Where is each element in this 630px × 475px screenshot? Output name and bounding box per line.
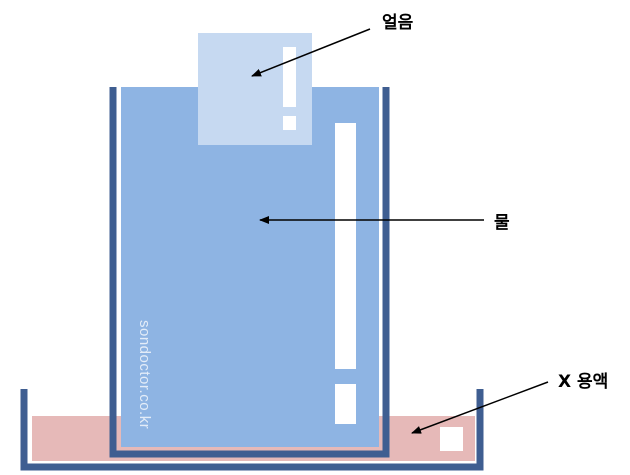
inner-container: [109, 87, 390, 458]
solution-highlight: [440, 427, 463, 451]
ice-arrow: [251, 28, 371, 77]
outer-container: [20, 389, 484, 471]
ice-highlight-long: [283, 47, 296, 107]
watermark-text: sondoctor.co.kr: [136, 320, 153, 429]
ice-highlight-short: [283, 116, 296, 130]
solution-arrow: [411, 381, 549, 434]
water-highlight-long: [335, 123, 356, 369]
water-highlight-short: [335, 384, 356, 424]
water-label: 물: [494, 213, 510, 233]
solution-label: X 용액: [558, 372, 608, 392]
ice-label: 얼음: [382, 13, 414, 33]
